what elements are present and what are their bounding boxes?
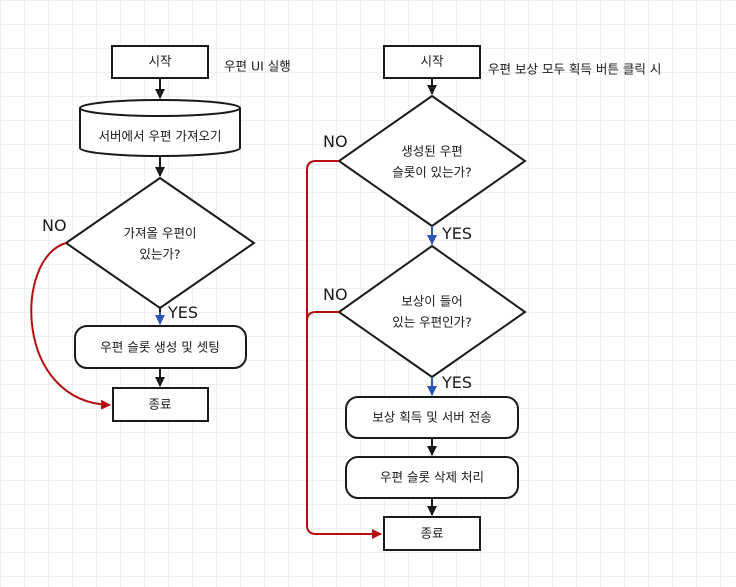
right-acquire-label: 보상 획득 및 서버 전송: [372, 410, 491, 425]
right-decision2-line1: 보상이 들어: [401, 294, 462, 309]
right-start-box[interactable]: [383, 45, 481, 79]
left-yes-label: YES: [167, 303, 198, 322]
left-fetch-database[interactable]: [79, 99, 241, 157]
left-no-path: [30, 242, 111, 410]
right-end-label: 종료: [420, 526, 443, 541]
right-decision1-line2: 슬롯이 있는가?: [392, 165, 472, 180]
right-decision1-diamond[interactable]: [337, 94, 527, 228]
right-start-label: 시작: [420, 54, 444, 69]
left-end-box[interactable]: [112, 387, 209, 422]
right-decision1-line1: 생성된 우편: [401, 144, 462, 159]
right-no2-label: NO: [323, 285, 348, 304]
left-fetch-label: 서버에서 우편 가져오기: [99, 129, 222, 144]
left-decision-line2: 있는가?: [139, 247, 180, 262]
right-start-note: 우편 보상 모두 획득 버튼 클릭 시: [488, 62, 661, 77]
right-decision2-line2: 있는 우편인가?: [392, 315, 472, 330]
left-end-label: 종료: [148, 397, 171, 412]
left-start-note: 우편 UI 실행: [224, 59, 291, 74]
right-end-box[interactable]: [383, 516, 481, 551]
right-no1-label: NO: [323, 132, 348, 151]
right-no1-path: [306, 160, 382, 539]
left-create-label: 우편 슬롯 생성 및 셋팅: [100, 340, 219, 355]
left-decision-diamond[interactable]: [64, 176, 256, 310]
right-flow: 시작 우편 보상 모두 획득 버튼 클릭 시 생성된 우편 슬롯이 있는가? Y…: [306, 45, 661, 551]
right-no2-path: [306, 311, 339, 322]
right-delete-label: 우편 슬롯 삭제 처리: [380, 470, 484, 485]
left-decision-line1: 가져올 우편이: [124, 226, 197, 241]
right-decision2-diamond[interactable]: [337, 244, 527, 379]
left-flow: 시작 우편 UI 실행 서버에서 우편 가져오기 가져올 우편이 있는가? YE…: [30, 45, 291, 422]
left-start-label: 시작: [148, 54, 172, 69]
left-no-label: NO: [42, 216, 67, 235]
right-yes1-label: YES: [441, 224, 472, 243]
right-yes2-label: YES: [441, 373, 472, 392]
